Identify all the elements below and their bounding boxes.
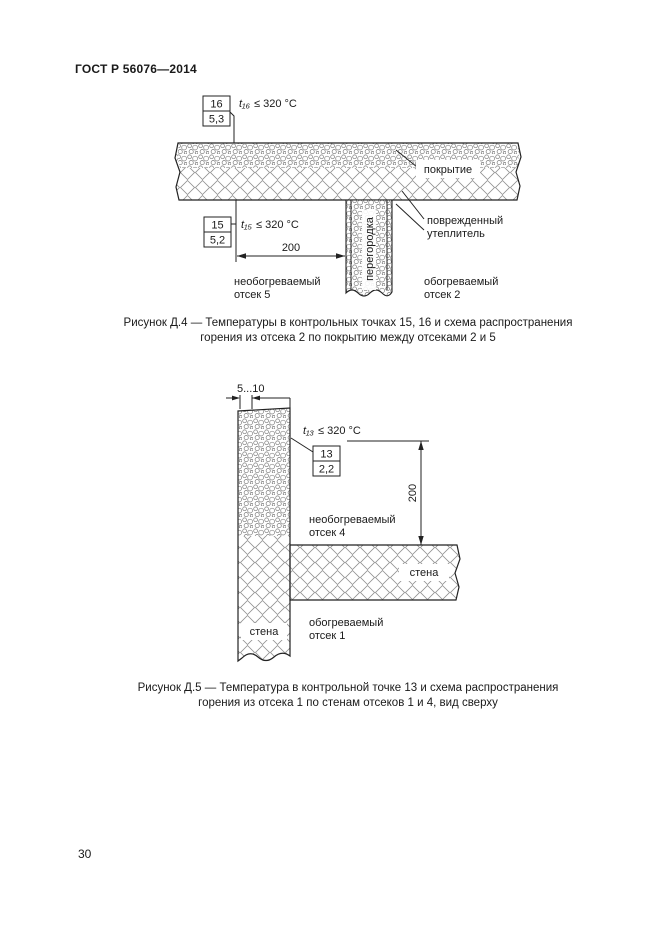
vertical-wall: стена — [237, 407, 291, 663]
temp13-symbol: t₁₃ — [303, 425, 315, 437]
dim-arrow-left — [237, 253, 246, 259]
temp15-symbol: t₁₅ — [241, 219, 253, 231]
gap-arrow-left — [232, 395, 240, 401]
callout13-num: 13 — [320, 449, 332, 461]
vertical-wall-insulation — [238, 408, 290, 536]
damaged-leader-1 — [401, 190, 425, 220]
heated-compartment2-line2: отсек 2 — [424, 289, 460, 301]
heated-compartment1-line2: отсек 1 — [309, 630, 345, 642]
document-header: ГОСТ Р 56076—2014 — [75, 62, 197, 76]
horizontal-wall-body — [289, 544, 461, 601]
figure-d5: стена стена 5...10 — [226, 383, 461, 663]
covering-leader — [395, 149, 418, 168]
unheated-compartment4-line1: необогреваемый — [309, 514, 396, 526]
control-point-13-callout: 13 2,2 t₁₃ ≤ 320 °С — [290, 425, 361, 477]
unheated-compartment5-line1: необогреваемый — [234, 276, 321, 288]
temp16-symbol: t₁₆ — [239, 98, 251, 110]
dim-arrow-bottom — [418, 536, 424, 545]
horizontal-wall: стена — [289, 544, 461, 601]
heated-compartment1-line1: обогреваемый — [309, 617, 383, 629]
callout15-val-box — [203, 231, 232, 248]
dimension-gap-fig5: 5...10 — [226, 383, 291, 410]
damaged-label-line2: утеплитель — [427, 228, 485, 240]
page-number: 30 — [78, 847, 92, 861]
wall-label-left: стена — [250, 626, 280, 638]
callout13-val-box — [312, 460, 341, 477]
wall-label-right: стена — [410, 567, 440, 579]
figure-d5-caption-line1: Рисунок Д.5 — Температура в контрольной … — [137, 682, 559, 694]
dimension-200-fig4: 200 — [237, 242, 345, 259]
callout16-leader — [229, 111, 235, 143]
heated-compartment2-line1: обогреваемый — [424, 276, 498, 288]
partition-label-bg — [362, 210, 376, 290]
temp15-limit: ≤ 320 °С — [256, 219, 299, 231]
unheated-compartment4-line2: отсек 4 — [309, 527, 345, 539]
callout13-val: 2,2 — [319, 464, 334, 476]
dim-gap-label: 5...10 — [237, 383, 265, 395]
vertical-wall-body — [238, 536, 290, 661]
wall-label-right-bg — [399, 564, 449, 581]
partition-label: перегородка — [364, 216, 376, 281]
figure-d4-caption-line2: горения из отсека 2 по покрытию между от… — [200, 332, 496, 344]
callout16-val: 5,3 — [209, 114, 224, 126]
dim-200-label-fig4: 200 — [282, 242, 300, 254]
damaged-insulation-label-group: поврежденный утеплитель — [395, 190, 503, 240]
dim-200-label-fig5: 200 — [407, 484, 419, 502]
callout15-val: 5,2 — [210, 235, 225, 247]
vertical-wall-outline — [237, 407, 291, 663]
temp13-limit: ≤ 320 °С — [318, 425, 361, 437]
unheated-compartment5-line2: отсек 5 — [234, 289, 270, 301]
figure-d4: перегородка 16 5,3 t₁₆ ≤ 320 °С 15 5,2 — [174, 95, 522, 301]
compartment-labels-fig4: необогреваемый отсек 5 обогреваемый отсе… — [234, 276, 498, 301]
compartment-labels-fig5: необогреваемый отсек 4 обогреваемый отсе… — [309, 514, 396, 642]
dimension-200-fig5: 200 — [347, 440, 429, 545]
dim-arrow-right — [336, 253, 345, 259]
partition: перегородка — [345, 199, 393, 297]
figure-d4-caption-line1: Рисунок Д.4 — Температуры в контрольных … — [123, 317, 573, 329]
callout13-leader — [290, 437, 314, 453]
figure-d5-caption-line2: горения из отсека 1 по стенам отсеков 1 … — [198, 697, 498, 709]
callout16-val-box — [202, 110, 231, 127]
temp16-limit: ≤ 320 °С — [254, 98, 297, 110]
covering-label-bg — [416, 160, 480, 178]
damaged-label-line1: поврежденный — [427, 215, 503, 227]
damaged-leader-2 — [395, 203, 425, 231]
callout15-num: 15 — [211, 220, 223, 232]
control-point-15-callout: 15 5,2 t₁₅ ≤ 320 °С — [203, 200, 299, 262]
figure-d5-caption: Рисунок Д.5 — Температура в контрольной … — [38, 681, 658, 711]
control-point-16-callout: 16 5,3 t₁₆ ≤ 320 °С — [202, 95, 297, 143]
covering-label: покрытие — [424, 164, 472, 176]
covering-label-group: покрытие — [395, 149, 480, 178]
callout16-num: 16 — [210, 99, 222, 111]
figure-d4-caption: Рисунок Д.4 — Температуры в контрольных … — [38, 316, 658, 346]
dim-arrow-top — [418, 441, 424, 450]
wall-label-left-bg — [241, 623, 287, 640]
